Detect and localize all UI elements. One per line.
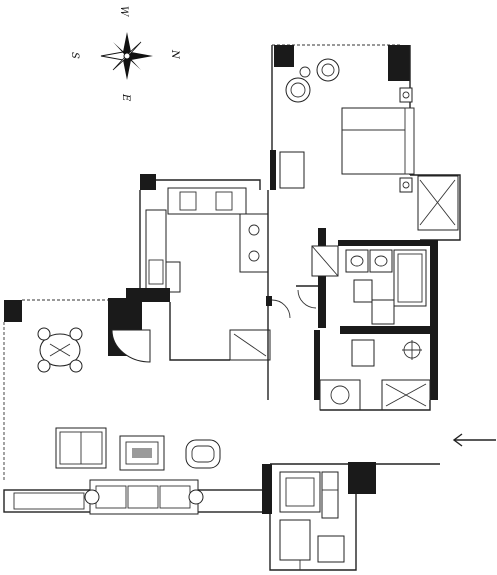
end-table-right (188, 489, 204, 505)
coffee-table (119, 435, 165, 471)
study-bookshelf (321, 471, 339, 519)
foyer (169, 285, 318, 400)
shower (371, 299, 395, 325)
bedroom (270, 44, 461, 241)
living-area (3, 427, 272, 515)
side-table (299, 66, 311, 78)
compass-label-west: W (118, 6, 129, 17)
toilet (353, 279, 373, 303)
coat-closet (229, 329, 271, 361)
laundry (314, 330, 431, 411)
bed (341, 107, 415, 175)
study-cabinet (279, 519, 311, 561)
kitchen-island (239, 213, 269, 273)
kitchen (139, 174, 269, 300)
armchair-living (55, 427, 107, 469)
study (269, 462, 440, 571)
dining-table (37, 327, 83, 373)
vanity-sink-1 (345, 249, 369, 273)
armchair-left (285, 77, 311, 103)
compass-label-north: N (169, 49, 180, 60)
powder-toilet (351, 339, 375, 367)
entry-door-swing (111, 329, 151, 363)
armchair-right (316, 58, 340, 82)
sofa (89, 479, 199, 515)
end-table-left (84, 489, 100, 505)
bathroom (311, 228, 438, 400)
washer (319, 379, 361, 411)
study-desk (279, 471, 321, 513)
lounge-chair (185, 439, 221, 469)
compass-label-east: E (120, 93, 131, 102)
compass-rose-icon (100, 32, 153, 80)
nightstand-bottom (399, 177, 413, 193)
light-fixture-icon (402, 340, 422, 360)
nightstand-top (399, 87, 413, 103)
bathtub (393, 249, 427, 307)
dining-area (3, 288, 170, 480)
vanity-sink-2 (369, 249, 393, 273)
refrigerator (165, 261, 181, 293)
compass-label-south: S (69, 52, 80, 59)
study-chair (317, 535, 345, 563)
arrow-left-icon (452, 433, 496, 447)
